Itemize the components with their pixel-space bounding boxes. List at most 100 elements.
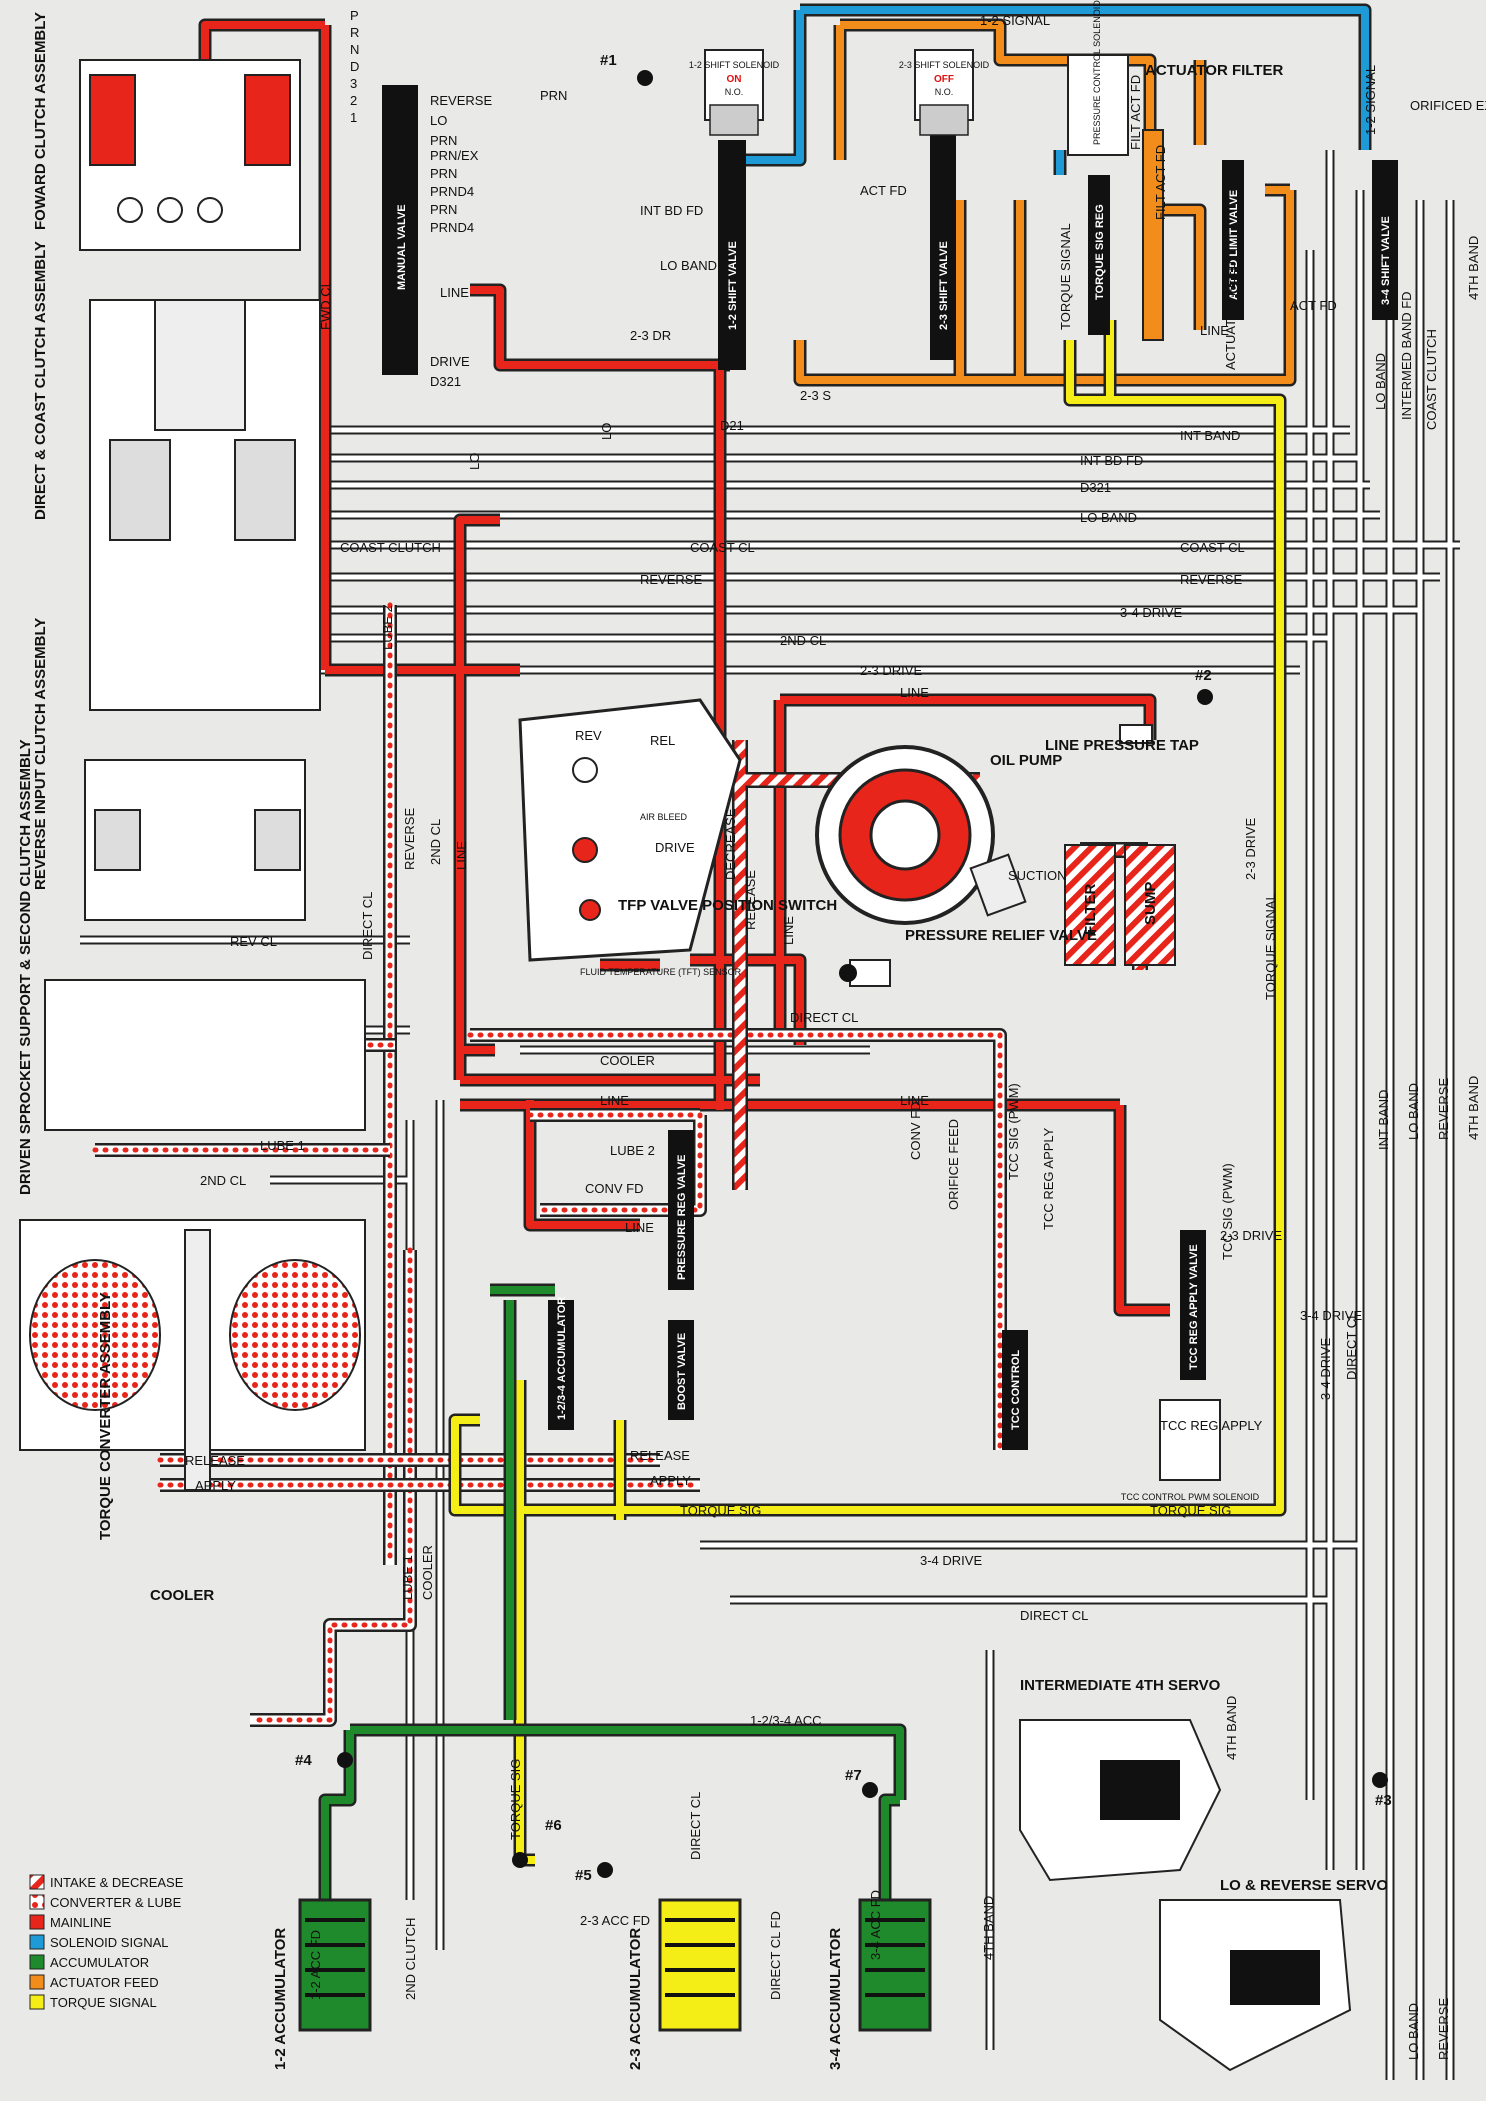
svg-text:LO BAND: LO BAND	[660, 258, 717, 273]
svg-text:LO: LO	[599, 423, 614, 440]
svg-text:3-4 ACCUMULATOR: 3-4 ACCUMULATOR	[827, 1928, 844, 2070]
svg-text:LINE: LINE	[454, 841, 469, 870]
svg-text:2ND CL: 2ND CL	[780, 633, 826, 648]
svg-text:INT BD FD: INT BD FD	[1080, 453, 1143, 468]
svg-text:RELEASE: RELEASE	[630, 1448, 690, 1463]
svg-text:TORQUE SIGNAL: TORQUE SIGNAL	[1263, 893, 1278, 1000]
svg-text:TORQUE CONVERTER ASSEMBLY: TORQUE CONVERTER ASSEMBLY	[97, 1292, 114, 1540]
svg-text:LO: LO	[430, 113, 447, 128]
svg-text:PRN: PRN	[540, 88, 567, 103]
svg-text:TORQUE SIGNAL: TORQUE SIGNAL	[1058, 223, 1073, 330]
svg-text:2: 2	[350, 93, 357, 108]
svg-text:PRN: PRN	[430, 133, 457, 148]
act-fd-limit-valve: ACT FD LIMIT VALVE	[1222, 160, 1244, 320]
svg-text:PRESSURE REG VALVE: PRESSURE REG VALVE	[676, 1154, 688, 1280]
svg-text:PRN: PRN	[430, 202, 457, 217]
manual-positions: P R N D 3 2 1	[350, 8, 359, 125]
svg-text:COOLER: COOLER	[600, 1053, 655, 1068]
svg-text:TCC REG APPLY VALVE: TCC REG APPLY VALVE	[1188, 1244, 1200, 1370]
svg-text:ACTUATOR FEED: ACTUATOR FEED	[50, 1975, 159, 1990]
accumulator-valve-1234: 1-2/3-4 ACCUMULATOR	[548, 1297, 574, 1430]
svg-text:FLUID TEMPERATURE (TFT) SENSOR: FLUID TEMPERATURE (TFT) SENSOR	[580, 967, 742, 977]
svg-text:3-4 DRIVE: 3-4 DRIVE	[920, 1553, 982, 1568]
svg-text:CONVERTER & LUBE: CONVERTER & LUBE	[50, 1895, 182, 1910]
svg-text:REVERSE: REVERSE	[402, 808, 417, 870]
svg-text:2-3 ACC FD: 2-3 ACC FD	[580, 1913, 650, 1928]
svg-text:REV CL: REV CL	[230, 934, 277, 949]
svg-text:N.O.: N.O.	[725, 87, 744, 97]
svg-text:LO BAND: LO BAND	[1406, 2003, 1421, 2060]
svg-text:PRND4: PRND4	[430, 184, 474, 199]
svg-text:REVERSE: REVERSE	[430, 93, 492, 108]
svg-text:COAST CL: COAST CL	[1180, 540, 1245, 555]
svg-text:DIRECT CL FD: DIRECT CL FD	[768, 1911, 783, 2000]
svg-text:TORQUE SIG: TORQUE SIG	[1150, 1503, 1231, 1518]
svg-text:PRND4: PRND4	[430, 220, 474, 235]
checkball-4: #4	[295, 1752, 353, 1769]
svg-text:INT BAND: INT BAND	[1376, 1090, 1391, 1150]
svg-text:COAST CLUTCH: COAST CLUTCH	[340, 540, 441, 555]
svg-text:OFF: OFF	[934, 74, 954, 85]
lo-reverse-servo: LO & REVERSE SERVO	[1159, 1877, 1388, 2072]
checkball-3: #3	[1372, 1772, 1392, 1809]
actuator-feed-circuit	[793, 18, 1297, 387]
checkball-6: #6	[512, 1817, 562, 1868]
boost-valve: BOOST VALVE	[668, 1320, 694, 1420]
svg-text:SUMP: SUMP	[1142, 882, 1159, 925]
svg-text:#7: #7	[845, 1767, 862, 1784]
svg-text:LUBE 1: LUBE 1	[260, 1138, 305, 1153]
svg-text:LUBE 1: LUBE 1	[400, 1555, 415, 1600]
shift-solenoid-23: 2-3 SHIFT SOLENOID OFF N.O.	[899, 49, 990, 136]
svg-text:DIRECT CL: DIRECT CL	[360, 892, 375, 960]
svg-text:RELEASE: RELEASE	[743, 870, 758, 930]
line-pressure-tap: LINE PRESSURE TAP	[1045, 724, 1199, 754]
svg-text:COOLER: COOLER	[150, 1587, 214, 1604]
svg-text:3-4 SHIFT VALVE: 3-4 SHIFT VALVE	[1380, 216, 1392, 305]
checkball-5: #5	[575, 1862, 613, 1884]
svg-text:INT BAND: INT BAND	[1180, 428, 1240, 443]
accumulator-circuit	[318, 1283, 907, 1900]
svg-text:DIRECT CL: DIRECT CL	[1344, 1312, 1359, 1380]
svg-text:COAST CL: COAST CL	[690, 540, 755, 555]
svg-text:1-2 SHIFT VALVE: 1-2 SHIFT VALVE	[727, 241, 739, 330]
accumulator-12: 1-2 ACCUMULATOR	[272, 1898, 372, 2070]
svg-text:2-3 S: 2-3 S	[800, 388, 831, 403]
svg-text:REVERSE INPUT CLUTCH ASSEMBLY: REVERSE INPUT CLUTCH ASSEMBLY	[32, 618, 49, 890]
svg-text:LO: LO	[467, 453, 482, 470]
svg-text:1: 1	[350, 110, 357, 125]
svg-text:SUCTION: SUCTION	[1008, 868, 1067, 883]
svg-text:ACTUATOR FEED: ACTUATOR FEED	[1223, 261, 1238, 370]
intermediate-4th-servo: INTERMEDIATE 4TH SERVO	[1019, 1677, 1222, 1882]
checkball-1: #1	[600, 52, 653, 86]
checkball-2: #2	[1195, 667, 1213, 705]
svg-text:2-3 DRIVE: 2-3 DRIVE	[860, 663, 922, 678]
svg-text:D321: D321	[1080, 480, 1111, 495]
svg-text:REVERSE: REVERSE	[1180, 572, 1242, 587]
driven-sprocket-assembly: DRIVEN SPROCKET SUPPORT & SECOND CLUTCH …	[17, 739, 366, 1195]
svg-text:4TH BAND: 4TH BAND	[1466, 1076, 1481, 1140]
svg-text:TCC SIG (PWM): TCC SIG (PWM)	[1006, 1083, 1021, 1180]
svg-text:PRN: PRN	[430, 166, 457, 181]
svg-text:TCC SIG (PWM): TCC SIG (PWM)	[1220, 1163, 1235, 1260]
tcc-control-valve: TCC CONTROL	[1002, 1330, 1028, 1450]
svg-text:PRESSURE CONTROL SOLENOID: PRESSURE CONTROL SOLENOID	[1092, 0, 1102, 145]
svg-text:FILT ACT FD: FILT ACT FD	[1128, 75, 1143, 150]
svg-text:DECREASE: DECREASE	[723, 808, 738, 880]
torque-signal-circuit	[448, 320, 1287, 1867]
pressure-reg-valve: PRESSURE REG VALVE	[668, 1130, 694, 1290]
svg-text:ACT FD: ACT FD	[1290, 298, 1337, 313]
torque-converter-assembly: TORQUE CONVERTER ASSEMBLY	[19, 1219, 366, 1540]
torque-sig-reg-valve: TORQUE SIG REG	[1088, 175, 1110, 335]
svg-text:3: 3	[350, 76, 357, 91]
svg-text:CONV FD: CONV FD	[908, 1102, 923, 1161]
svg-text:MANUAL VALVE: MANUAL VALVE	[396, 204, 408, 290]
svg-text:FILT ACT FD: FILT ACT FD	[1153, 145, 1168, 220]
svg-text:DIRECT & COAST CLUTCH ASSEMBLY: DIRECT & COAST CLUTCH ASSEMBLY	[32, 241, 49, 520]
svg-text:LO BAND: LO BAND	[1080, 510, 1137, 525]
shift-valve-34: 3-4 SHIFT VALVE	[1372, 160, 1398, 320]
oil-pump: OIL PUMP	[815, 745, 1062, 925]
svg-text:#1: #1	[600, 52, 617, 69]
svg-text:INTERMEDIATE 4TH SERVO: INTERMEDIATE 4TH SERVO	[1020, 1677, 1221, 1694]
svg-text:2ND CL: 2ND CL	[200, 1173, 246, 1188]
svg-text:2-3 SHIFT VALVE: 2-3 SHIFT VALVE	[938, 241, 950, 330]
